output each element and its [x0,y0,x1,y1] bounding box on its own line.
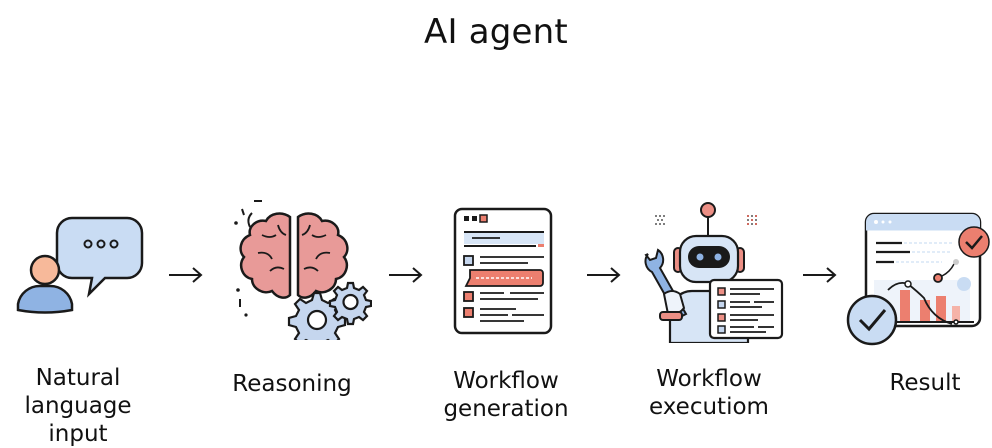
step-label-reasoning: Reasoning [212,370,372,398]
label-line: Workflow [656,366,762,392]
arrow-right-icon [587,267,621,283]
step-label-workflow-generation: Workflow generation [428,367,584,423]
sparkle-dots [655,215,665,225]
person-head [29,254,61,286]
step-label-result: Result [860,369,990,397]
step-label-natural-language-input: Natural language input [0,364,156,448]
bar [900,290,910,322]
brain-left [239,212,292,299]
bar [920,300,930,322]
arrow-right-icon [803,267,837,283]
arrow-right-icon [389,267,423,283]
label-line: input [48,421,108,447]
person-speech-bubble-icon [16,216,144,314]
person-body [16,284,74,314]
label-line: executiom [649,394,769,420]
blue-check-badge [846,294,898,346]
robot-wrench-checklist-icon [644,202,784,343]
bar [936,296,946,322]
label-line: Workflow [453,368,559,394]
workflow-document-icon [453,207,553,335]
diagram-title: AI agent [424,12,568,52]
dashboard-checkmark-icon [846,212,990,346]
step-label-workflow-execution: Workflow executiom [636,365,782,421]
bar [952,306,960,322]
arrow-right-icon [169,267,203,283]
brain-gears-icon [234,200,372,340]
speech-bubble [55,216,144,298]
label-line: Result [889,370,961,396]
antenna [700,202,716,218]
label-line: Reasoning [232,371,352,397]
robot-hand [662,290,686,316]
brain-right [296,212,349,299]
checklist [708,278,784,340]
label-line: language [24,393,132,419]
highlighted-step [464,269,544,287]
label-line: generation [443,396,569,422]
label-line: Natural [35,365,121,391]
red-check-badge [958,226,990,258]
